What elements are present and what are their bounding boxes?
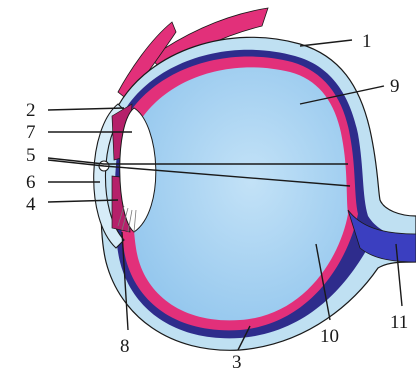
label-6: 6	[26, 172, 36, 193]
label-10: 10	[320, 326, 339, 347]
label-4: 4	[26, 194, 36, 215]
label-1: 1	[362, 31, 372, 52]
label-5: 5	[26, 145, 36, 166]
label-8: 8	[120, 336, 130, 357]
label-9: 9	[390, 76, 400, 97]
label-7: 7	[26, 122, 36, 143]
pointer-1	[300, 40, 352, 46]
label-3: 3	[232, 352, 242, 373]
label-11: 11	[390, 312, 408, 333]
label-2: 2	[26, 100, 36, 121]
